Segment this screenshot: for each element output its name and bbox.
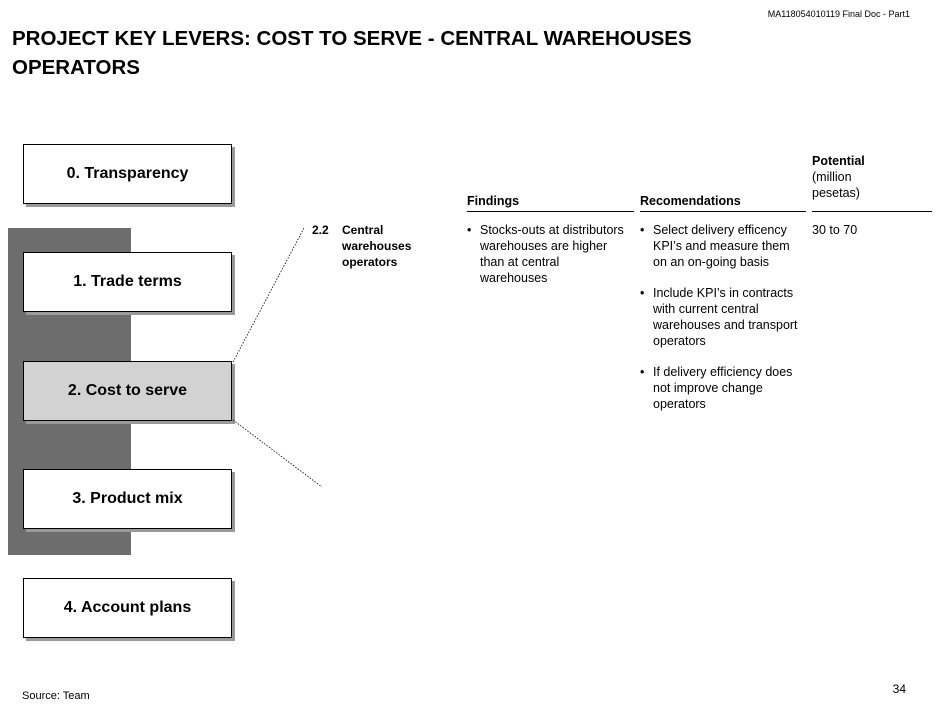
findings-heading: Findings <box>467 194 520 208</box>
page-title-line-1: PROJECT KEY LEVERS: COST TO SERVE - CENT… <box>12 27 692 50</box>
potential-unit-line-1: (million <box>812 170 852 184</box>
lever-product-mix: 3. Product mix <box>23 469 232 529</box>
selected-lever-line-2: warehouses <box>342 239 412 253</box>
potential-value: 30 to 70 <box>812 223 858 237</box>
selected-lever-line-1: Central <box>342 223 384 237</box>
page-title-line-2: OPERATORS <box>12 56 140 79</box>
lever-account-plans: 4. Account plans <box>23 578 232 638</box>
potential-unit-line-2: pesetas) <box>812 186 860 200</box>
page-title: PROJECT KEY LEVERS: COST TO SERVE - CENT… <box>12 24 892 82</box>
source-note: Source: Team <box>22 690 90 702</box>
recommendations-item: If delivery efficiency does not improve … <box>640 364 804 412</box>
potential-rule <box>812 211 932 212</box>
potential-heading: Potential (million pesetas) <box>812 153 865 201</box>
potential-heading-label: Potential <box>812 154 865 168</box>
recommendations-item: Select delivery efficency KPI’s and meas… <box>640 222 804 270</box>
lever-trade-terms: 1. Trade terms <box>23 252 232 312</box>
selected-lever-line-3: operators <box>342 255 398 269</box>
page-number: 34 <box>892 682 906 696</box>
callout-line-top <box>232 227 305 363</box>
findings-rule <box>467 211 634 212</box>
selected-lever-number: 2.2 <box>312 223 329 237</box>
findings-item: Stocks-outs at distributors warehouses a… <box>467 222 627 286</box>
callout-line-bottom <box>232 419 323 488</box>
recommendations-list: Select delivery efficency KPI’s and meas… <box>640 222 804 427</box>
lever-cost-to-serve: 2. Cost to serve <box>23 361 232 421</box>
findings-list: Stocks-outs at distributors warehouses a… <box>467 222 627 301</box>
lever-transparency: 0. Transparency <box>23 144 232 204</box>
recommendations-item: Include KPI’s in contracts with current … <box>640 285 804 349</box>
selected-lever-label: 2.2 Central warehouses operators <box>312 222 411 270</box>
document-id: MA118054010119 Final Doc - Part1 <box>767 9 910 19</box>
recommendations-heading: Recomendations <box>640 194 741 208</box>
recommendations-rule <box>640 211 806 212</box>
